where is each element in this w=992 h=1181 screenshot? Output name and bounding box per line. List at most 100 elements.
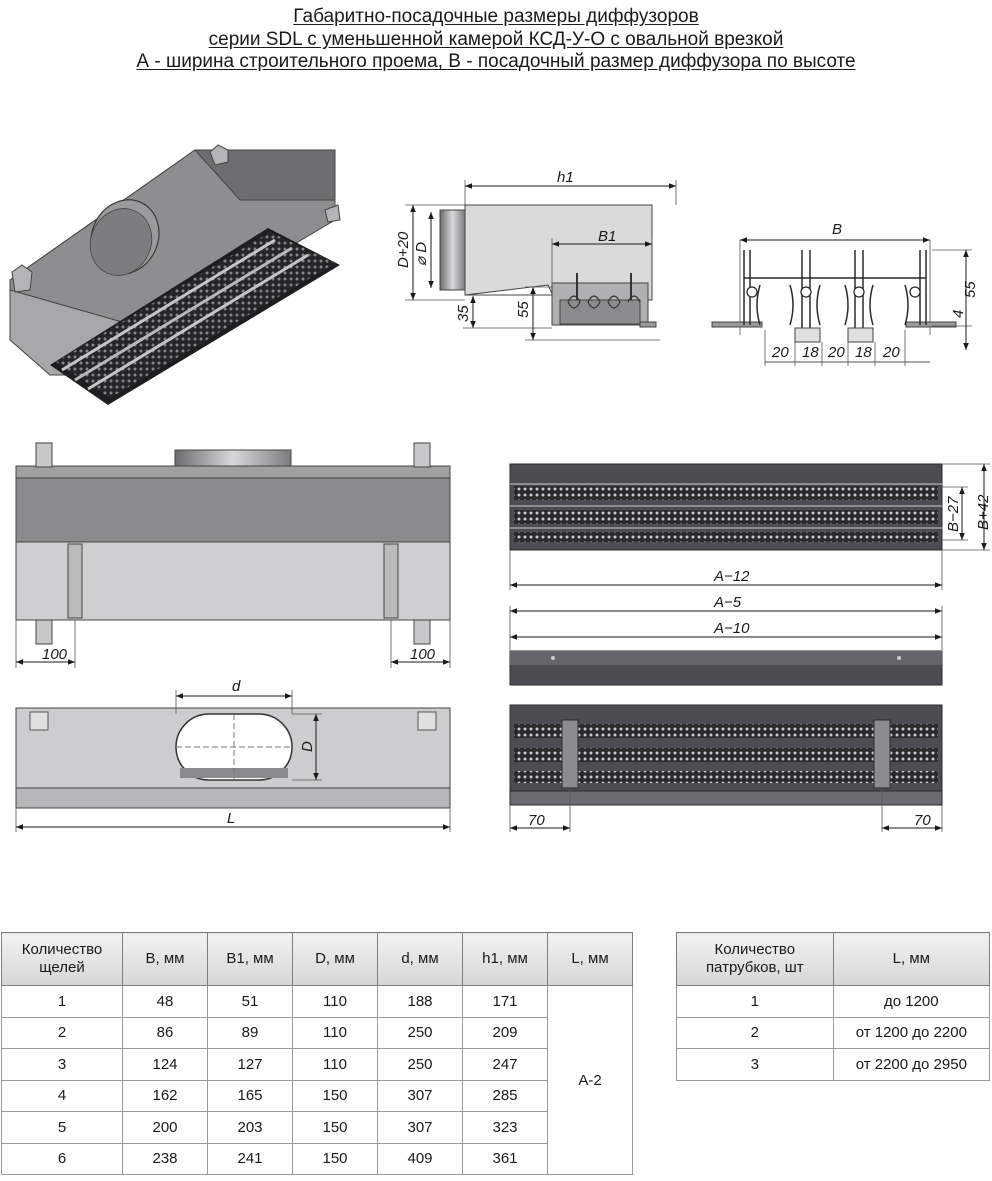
cell: 203 (207, 1111, 293, 1144)
header-d-upper: D, мм (292, 932, 378, 986)
header-h1: h1, мм (462, 932, 548, 986)
cell: 209 (462, 1016, 548, 1049)
technical-drawing: h1 B1 D+20 ⌀ D 35 55 B (9, 144, 992, 832)
cell-l-value: А-2 (547, 985, 633, 1175)
diffuser-rear-view: 70 70 (509, 704, 943, 832)
table-row: 3 124 127 110 250 247 (1, 1048, 633, 1081)
dim-phid: ⌀ D (413, 242, 430, 266)
cell: 307 (377, 1111, 463, 1144)
dim-70-right: 70 (914, 812, 931, 829)
table-row: 5 200 203 150 307 323 (1, 1111, 633, 1144)
cell: 241 (207, 1142, 293, 1175)
cell: 250 (377, 1048, 463, 1081)
cell: 250 (377, 1016, 463, 1049)
cell: 1 (676, 985, 834, 1018)
dim-h1: h1 (557, 169, 574, 186)
cell: 285 (462, 1079, 548, 1112)
cell: от 2200 до 2950 (832, 1048, 991, 1081)
dim-D-oval: D (299, 741, 316, 752)
cell: 3 (676, 1048, 834, 1081)
dim-a12: A−12 (713, 568, 750, 585)
cell: 165 (207, 1079, 293, 1112)
cell: 200 (122, 1111, 208, 1144)
side-view: h1 B1 D+20 ⌀ D 35 55 (395, 169, 677, 341)
diffuser-side-strip: A−5 A−10 (509, 594, 943, 686)
dim-b: B (832, 221, 842, 238)
dim-100-right: 100 (410, 646, 436, 663)
dim-a10: A−10 (713, 620, 750, 637)
dim-d20: D+20 (395, 231, 412, 268)
header-d-lower: d, мм (377, 932, 463, 986)
top-view: d D L (15, 678, 451, 832)
table-row: 2 от 1200 до 2200 (676, 1016, 991, 1049)
cell: 1 (1, 985, 123, 1018)
cell: 51 (207, 985, 293, 1018)
title-line-1: Габаритно-посадочные размеры диффузоров (293, 6, 699, 27)
front-view: 100 100 (15, 442, 451, 668)
cell: 2 (676, 1016, 834, 1049)
header-spigot-count: Количество патрубков, шт (676, 932, 834, 986)
table-row: 1 48 51 110 188 171 А-2 (1, 985, 633, 1175)
title-line-2: серии SDL с уменьшенной камерой КСД-У-О … (208, 28, 784, 50)
cell: 3 (1, 1048, 123, 1081)
diffuser-face-view: B−27 B+42 A−12 (509, 463, 992, 590)
cell: 110 (292, 1048, 378, 1081)
cell: 307 (377, 1079, 463, 1112)
cell: 127 (207, 1048, 293, 1081)
cell: 86 (122, 1016, 208, 1049)
cell: 4 (1, 1079, 123, 1112)
dim-b1: B1 (598, 228, 616, 245)
header-length: L, мм (832, 932, 991, 986)
cell: 110 (292, 1016, 378, 1049)
cell: 150 (292, 1079, 378, 1112)
cell: 89 (207, 1016, 293, 1049)
dim-slot-20-1: 20 (771, 344, 789, 361)
table-row: 3 от 2200 до 2950 (676, 1048, 991, 1081)
dim-35: 35 (455, 305, 472, 322)
dim-4: 4 (950, 310, 967, 318)
header-l: L, мм (547, 932, 633, 986)
dim-slot-18-1: 18 (802, 344, 819, 361)
table-row: 2 86 89 110 250 209 (1, 1016, 633, 1049)
table-header-row: Количество патрубков, шт L, мм (676, 932, 991, 986)
cell: 238 (122, 1142, 208, 1175)
header-b1: B1, мм (207, 932, 293, 986)
cell: 110 (292, 985, 378, 1018)
cell: 361 (462, 1142, 548, 1175)
cell: 2 (1, 1016, 123, 1049)
cell: 171 (462, 985, 548, 1018)
title-line-3: А - ширина строительного проема, В - пос… (136, 51, 856, 72)
cell: 124 (122, 1048, 208, 1081)
table-header-row: Количество щелей B, мм B1, мм D, мм d, м… (1, 932, 633, 986)
dim-b42: B+42 (975, 494, 992, 530)
cell: 409 (377, 1142, 463, 1175)
isometric-view (9, 144, 341, 405)
profile-section: B 55 4 20 18 20 (711, 221, 979, 366)
cell: 162 (122, 1079, 208, 1112)
cell: до 1200 (832, 985, 991, 1018)
cell: 150 (292, 1111, 378, 1144)
header-b: B, мм (122, 932, 208, 986)
dim-55-side: 55 (515, 301, 532, 318)
drawing-title: Габаритно-посадочные размеры диффузоров … (0, 6, 992, 74)
cell: 188 (377, 985, 463, 1018)
slot-dimensions-table: Количество щелей B, мм B1, мм D, мм d, м… (1, 932, 633, 1175)
cell: 6 (1, 1142, 123, 1175)
dim-b27: B−27 (945, 496, 962, 532)
cell: 48 (122, 985, 208, 1018)
dim-d-small: d (232, 678, 241, 695)
cell: 150 (292, 1142, 378, 1175)
cell: от 1200 до 2200 (832, 1016, 991, 1049)
cell: 247 (462, 1048, 548, 1081)
table-row: 1 до 1200 (676, 985, 991, 1018)
table-row: 4 162 165 150 307 285 (1, 1079, 633, 1112)
dim-slot-18-2: 18 (855, 344, 872, 361)
table-row: 6 238 241 150 409 361 (1, 1142, 633, 1175)
dim-100-left: 100 (42, 646, 68, 663)
dim-70-left: 70 (528, 812, 545, 829)
dim-L: L (227, 810, 235, 827)
header-slot-count: Количество щелей (1, 932, 123, 986)
dim-slot-20-3: 20 (882, 344, 900, 361)
dim-a5: A−5 (713, 594, 742, 611)
dim-55-profile: 55 (962, 281, 979, 298)
